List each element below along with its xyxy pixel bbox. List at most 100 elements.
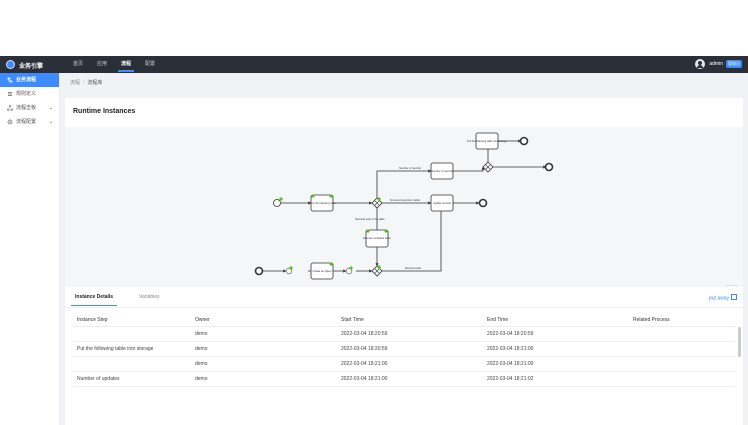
- main-content: 流程/流程库 Runtime Instances: [60, 73, 748, 425]
- instance-steps-table: Instance Step Owner Start Time End Time …: [73, 313, 735, 387]
- sidebar: 业务流程 规则定义 流程击板 ⌄ 流程配置 ⌄: [0, 73, 60, 425]
- sidebar-item-label: 业务流程: [16, 77, 37, 83]
- completed-status-icon: [329, 262, 333, 266]
- user-menu[interactable]: admin 管理员: [695, 59, 742, 69]
- table-cell: 2022-03-04 18:21:00: [483, 356, 629, 372]
- flow-label: Records exist in the table: [355, 217, 385, 221]
- user-name: admin: [709, 61, 723, 67]
- collapse-icon: [731, 294, 737, 300]
- completed-status-icon: [311, 194, 315, 198]
- page-title: Runtime Instances: [73, 108, 136, 115]
- flow-icon: [7, 77, 13, 83]
- table-cell: 2022-03-04 18:21:00: [337, 356, 483, 372]
- flow-label: Record exists: [405, 266, 421, 270]
- table-row[interactable]: Put the following table into storage dem…: [73, 341, 735, 357]
- breadcrumb-current: 流程库: [87, 80, 103, 86]
- task-label: Execute unrelated tasks: [363, 236, 391, 240]
- nav-apps[interactable]: 应用: [97, 61, 108, 67]
- table-cell: 2022-03-04 18:21:02: [483, 371, 629, 387]
- table-cell: [73, 356, 191, 372]
- put-away-label: put away: [708, 295, 729, 302]
- table-cell: [73, 326, 191, 342]
- bpmn-diagram: Input the following data Number of recor…: [254, 132, 554, 280]
- sidebar-item-config[interactable]: 流程配置 ⌄: [0, 115, 59, 129]
- task-label: Create an object: [312, 269, 331, 273]
- start-event-icon[interactable]: [273, 199, 281, 207]
- list-icon: [8, 92, 12, 96]
- intermediate-event-icon[interactable]: [285, 267, 293, 275]
- nav-config[interactable]: 配置: [145, 61, 156, 67]
- table-cell: demo: [191, 371, 337, 387]
- end-event-icon[interactable]: [254, 266, 264, 276]
- table-cell: Number of updates: [73, 371, 191, 387]
- completed-status-icon: [279, 197, 283, 201]
- end-event-icon[interactable]: [544, 162, 554, 172]
- sidebar-item-label: 规则定义: [16, 91, 37, 97]
- tab-divider: [65, 307, 743, 308]
- table-cell: 2022-03-04 18:20:59: [337, 326, 483, 342]
- table-row[interactable]: Number of updates demo 2022-03-04 18:21:…: [73, 371, 735, 387]
- table-cell: 2022-03-04 18:21:00: [337, 371, 483, 387]
- title-card: Runtime Instances: [65, 98, 743, 127]
- sidebar-item-label: 流程击板: [16, 105, 37, 111]
- chevron-down-icon: ⌄: [48, 119, 53, 125]
- put-away-button[interactable]: put away: [709, 294, 737, 302]
- table-cell: [629, 371, 735, 387]
- table-scrollbar[interactable]: [738, 327, 741, 357]
- task-label: Update records: [433, 201, 451, 205]
- gear-icon: [7, 119, 13, 125]
- task-label: Put the following table into storage: [467, 139, 507, 143]
- task-label: Number of records: [431, 169, 453, 173]
- completed-status-icon: [349, 266, 353, 270]
- task-box[interactable]: [310, 262, 334, 280]
- completed-status-icon: [377, 265, 381, 269]
- app-logo-icon: [6, 60, 15, 69]
- instance-details-panel: Instance Details Variables put away Inst…: [65, 287, 743, 425]
- table-cell: 2022-03-04 18:20:59: [483, 326, 629, 342]
- table-cell: Put the following table into storage: [73, 341, 191, 357]
- column-header: Start Time: [337, 313, 483, 327]
- sidebar-item-label: 流程配置: [16, 119, 37, 125]
- table-cell: 2022-03-04 18:20:59: [337, 341, 483, 357]
- breadcrumb: 流程/流程库: [70, 80, 103, 86]
- tab-instance-details[interactable]: Instance Details: [71, 292, 118, 306]
- completed-status-icon: [329, 194, 333, 198]
- tab-variables[interactable]: Variables: [139, 294, 160, 300]
- completed-status-icon: [377, 197, 381, 201]
- task-label: Input the following data: [309, 201, 336, 205]
- table-cell: demo: [191, 326, 337, 342]
- completed-status-icon: [289, 266, 293, 270]
- chevron-down-icon: ⌄: [48, 105, 53, 111]
- completed-status-icon: [384, 229, 388, 233]
- column-header: Instance Step: [73, 313, 191, 327]
- nav-home[interactable]: 首页: [73, 61, 84, 67]
- table-cell: demo: [191, 341, 337, 357]
- task-box[interactable]: [430, 162, 454, 180]
- column-header: End Time: [483, 313, 629, 327]
- sidebar-item-rules[interactable]: 规则定义: [0, 87, 59, 101]
- role-badge: 管理员: [726, 60, 742, 68]
- completed-status-icon: [366, 229, 370, 233]
- task-box[interactable]: [365, 229, 389, 248]
- task-box[interactable]: [430, 194, 454, 212]
- app-title: 业务引擎: [19, 64, 44, 70]
- main-nav: 首页 应用 流程 配置: [66, 56, 162, 73]
- task-box[interactable]: [475, 132, 499, 150]
- end-event-icon[interactable]: [478, 198, 488, 208]
- table-cell: [629, 356, 735, 372]
- flow-label: Number of records: [399, 166, 421, 170]
- sidebar-item-business-flow[interactable]: 业务流程: [0, 73, 59, 87]
- flow-label: No stored records in table: [390, 198, 420, 202]
- table-row[interactable]: demo 2022-03-04 18:20:59 2022-03-04 18:2…: [73, 326, 735, 342]
- task-box[interactable]: [310, 194, 334, 212]
- table-row[interactable]: demo 2022-03-04 18:21:00 2022-03-04 18:2…: [73, 356, 735, 372]
- column-header: Owner: [191, 313, 337, 327]
- breadcrumb-item[interactable]: 流程: [70, 80, 81, 86]
- intermediate-event-icon[interactable]: [345, 267, 353, 275]
- sidebar-item-board[interactable]: 流程击板 ⌄: [0, 101, 59, 115]
- end-event-icon[interactable]: [519, 136, 529, 146]
- table-header-row: Instance Step Owner Start Time End Time …: [73, 313, 735, 327]
- tree-icon: [7, 105, 13, 111]
- table-cell: 2022-03-04 18:21:00: [483, 341, 629, 357]
- nav-process[interactable]: 流程: [114, 56, 138, 73]
